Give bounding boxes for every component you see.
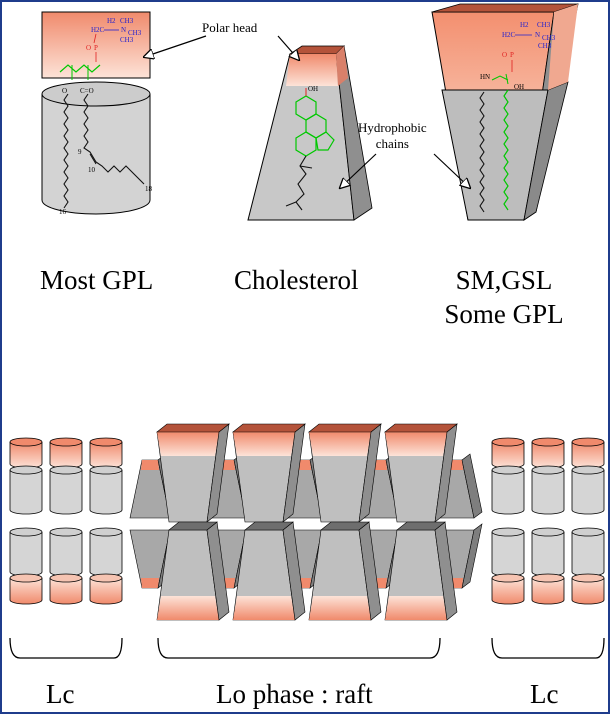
sm-ch3-top-label: CH3 <box>537 21 551 29</box>
raft-sm-cone <box>308 521 382 621</box>
raft-sm-cone <box>384 521 458 621</box>
gpl-c16-label: 16 <box>59 208 67 216</box>
gpl-ch3-top-label: CH3 <box>120 17 134 25</box>
raft-sm-cone <box>232 521 306 621</box>
lc-right-label: Lc <box>530 679 559 709</box>
callout-arrows <box>144 35 470 188</box>
raft-sm-cone <box>156 521 230 621</box>
group-brackets <box>9 637 605 659</box>
raft-label: Lo phase : raft <box>216 679 373 709</box>
lc-left-cylinders <box>9 437 123 605</box>
sm-n-label: N <box>535 31 540 39</box>
gpl-n-label: N <box>121 26 126 34</box>
lipid-cylinder <box>9 437 43 515</box>
cholesterol-oh-label: OH <box>308 85 318 93</box>
bracket-middle <box>157 637 441 659</box>
lc-left-label: Lc <box>46 679 75 709</box>
raft-sm-cone <box>308 423 382 523</box>
raft-sm-cone <box>156 423 230 523</box>
gpl-structure-formula: H2 CH3 H2C N CH3 CH3 P O O C=O 9 10 16 1… <box>59 17 153 216</box>
lipid-cylinder <box>49 527 83 605</box>
sm-label-line2: Some GPL <box>444 298 564 329</box>
cholesterol-label: Cholesterol <box>234 265 359 295</box>
bracket-right <box>491 637 605 659</box>
sm-label: SM,GSL Some GPL <box>434 264 574 332</box>
lipid-cylinder <box>571 437 605 515</box>
sm-ch3-right-label: CH3 <box>542 34 556 42</box>
sm-structure-formula: H2 CH3 H2C N CH3 CH3 P O HN OH <box>480 21 556 91</box>
gpl-hydrocarbon-chains <box>63 93 145 209</box>
gpl-molecule: H2 CH3 H2C N CH3 CH3 P O O C=O 9 10 16 1… <box>41 11 153 216</box>
lipid-cylinder <box>89 437 123 515</box>
hydrophobic-callout-line2: chains <box>375 135 409 151</box>
sm-hn-label: HN <box>480 73 490 81</box>
sm-label-line1: SM,GSL <box>455 265 553 295</box>
gpl-c10-label: 10 <box>88 166 96 174</box>
gpl-h2-label: H2 <box>107 17 116 25</box>
lipid-cylinder <box>89 527 123 605</box>
raft-sm-cone <box>384 423 458 523</box>
gpl-p-label: P <box>94 44 98 52</box>
hydrophobic-callout: Hydrophobic chains <box>358 120 427 151</box>
gpl-label: Most GPL <box>40 265 154 295</box>
lc-right-cylinders <box>491 437 605 605</box>
polar-head-callout: Polar head <box>202 20 258 35</box>
sm-oh-label: OH <box>514 83 524 91</box>
gpl-polar-head <box>41 11 151 79</box>
gpl-ch3-right-label: CH3 <box>128 29 142 37</box>
gpl-tail-cylinder <box>41 81 151 215</box>
lipid-cylinder <box>9 527 43 605</box>
gpl-c9-label: 9 <box>78 148 82 156</box>
lipid-cylinder <box>491 437 525 515</box>
gpl-ch3-bottom-label: CH3 <box>120 36 134 44</box>
gpl-ester-c-label: C=O <box>80 87 94 95</box>
sm-ch3-bottom-label: CH3 <box>538 42 552 50</box>
lipid-cylinder <box>571 527 605 605</box>
gpl-ester-label: O <box>62 87 67 95</box>
raft-sm-cone <box>232 423 306 523</box>
hydrophobic-callout-line1: Hydrophobic <box>358 120 427 135</box>
raft-cones <box>129 423 483 621</box>
sm-h2c-label: H2C <box>502 31 516 39</box>
lipid-cylinder <box>491 527 525 605</box>
sm-o-label: O <box>502 51 507 59</box>
lipid-cylinder <box>531 437 565 515</box>
sm-p-label: P <box>510 51 514 59</box>
cholesterol-molecule: OH <box>247 45 373 221</box>
gpl-o-label: O <box>86 44 91 52</box>
bracket-left <box>9 637 123 659</box>
lipid-cylinder <box>49 437 83 515</box>
lipid-cylinder <box>531 527 565 605</box>
sm-h2-label: H2 <box>520 21 529 29</box>
sm-molecule: H2 CH3 H2C N CH3 CH3 P O HN OH <box>431 3 579 221</box>
gpl-h2c-label: H2C <box>91 26 105 34</box>
gpl-c18-label: 18 <box>145 185 153 193</box>
